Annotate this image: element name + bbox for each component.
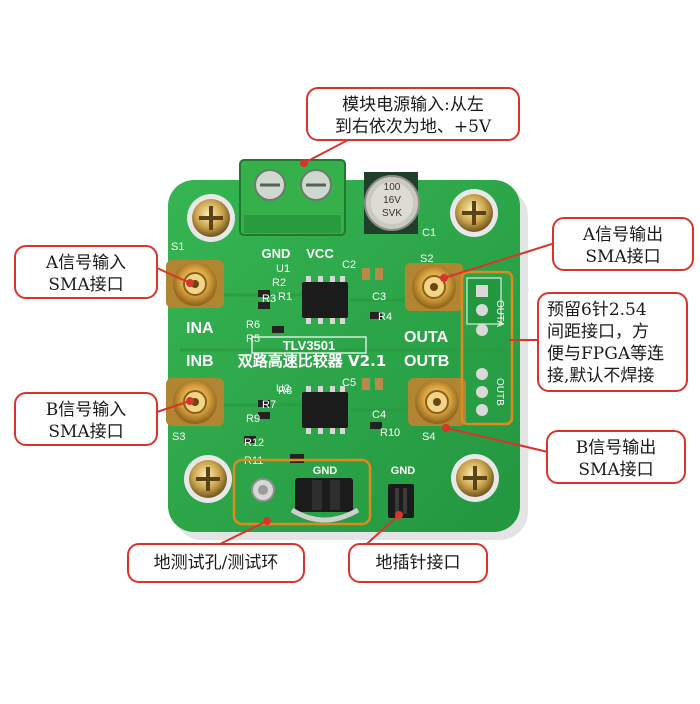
label-gnd: GND	[262, 246, 291, 261]
callout-ground-pin: 地插针接口	[348, 543, 488, 583]
callout-power-input: 模块电源输入:从左 到右依次为地、+5V	[306, 87, 520, 141]
callout-a-input: A信号输入 SMA接口	[14, 245, 158, 299]
screw-top-right	[450, 189, 498, 237]
ref-r7: R7	[262, 399, 276, 411]
ref-r6: R6	[246, 319, 260, 331]
label-outa: OUTA	[404, 329, 449, 346]
label-inb: INB	[186, 353, 214, 370]
gnd-jumper-wide	[290, 478, 360, 523]
callout-b-input: B信号输入 SMA接口	[14, 392, 158, 446]
highlight-ground-box	[232, 458, 372, 526]
ref-r12: R12	[244, 437, 264, 449]
callout-6pin-header: 预留6针2.54 间距接口，方 便与FPGA等连 接,默认不焊接	[537, 292, 688, 392]
sma-connector-s1	[166, 260, 224, 308]
label-gnd-bottom-right: GND	[391, 465, 416, 477]
hdr-label-outb: OUTB	[494, 378, 505, 406]
label-chip: TLV3501	[283, 338, 336, 353]
sma-connector-s2	[405, 263, 463, 311]
smd-components	[244, 268, 383, 463]
ref-s4: S4	[422, 431, 435, 443]
sma-connector-s4	[408, 378, 466, 426]
ref-s2: S2	[420, 253, 433, 265]
callout-b-output: B信号输出 SMA接口	[546, 430, 686, 484]
ref-r2: R2	[272, 277, 286, 289]
ref-c2: C2	[342, 259, 356, 271]
label-gnd-bottom-left: GND	[313, 465, 338, 477]
cap-text-bot: SVK	[382, 208, 402, 219]
chip-label-box	[251, 336, 367, 354]
label-vcc: VCC	[306, 246, 334, 261]
ref-s1: S1	[171, 241, 184, 253]
cap-text-mid: 16V	[383, 195, 401, 206]
ref-c4: C4	[372, 409, 386, 421]
ref-c5: C5	[342, 377, 356, 389]
callout-a-output: A信号输出 SMA接口	[552, 217, 694, 271]
cap-text-top: 100	[384, 182, 401, 193]
header-6pin: OUTA OUTB	[466, 277, 505, 416]
ground-test-ring	[251, 478, 275, 502]
screw-top-left	[187, 194, 235, 242]
hdr-label-outa: OUTA	[494, 300, 505, 327]
screw-bottom-right	[451, 454, 499, 502]
ref-r8: R8	[278, 385, 292, 397]
electrolytic-capacitor: 100 16V SVK	[364, 172, 420, 234]
gnd-pin-header	[388, 484, 414, 518]
label-ina: INA	[186, 320, 214, 337]
ref-r10: R10	[380, 427, 400, 439]
ic-u1	[302, 276, 348, 324]
ref-designators: S1 S2 S3 S4 U1 U2 C1 C2 C3 C4 C5 R1 R2 R…	[171, 227, 436, 467]
ref-c1: C1	[422, 227, 436, 239]
screw-bottom-left	[184, 455, 232, 503]
ic-u2	[302, 386, 348, 434]
ref-u2: U2	[276, 383, 290, 395]
ref-r3: R3	[262, 293, 276, 305]
sma-connector-s3	[166, 378, 224, 426]
ref-c3: C3	[372, 291, 386, 303]
label-board-title: 双路高速比较器 V2.1	[238, 352, 386, 370]
ref-r1: R1	[278, 291, 292, 303]
ref-r5: R5	[246, 333, 260, 345]
ref-r4: R4	[378, 311, 392, 323]
ref-u1: U1	[276, 263, 290, 275]
power-terminal-block	[239, 159, 346, 236]
highlight-header-box	[460, 270, 514, 426]
label-outb: OUTB	[404, 353, 449, 370]
ref-s3: S3	[172, 431, 185, 443]
ref-r9: R9	[246, 413, 260, 425]
callout-ground-test-ring: 地测试孔/测试环	[127, 543, 305, 583]
